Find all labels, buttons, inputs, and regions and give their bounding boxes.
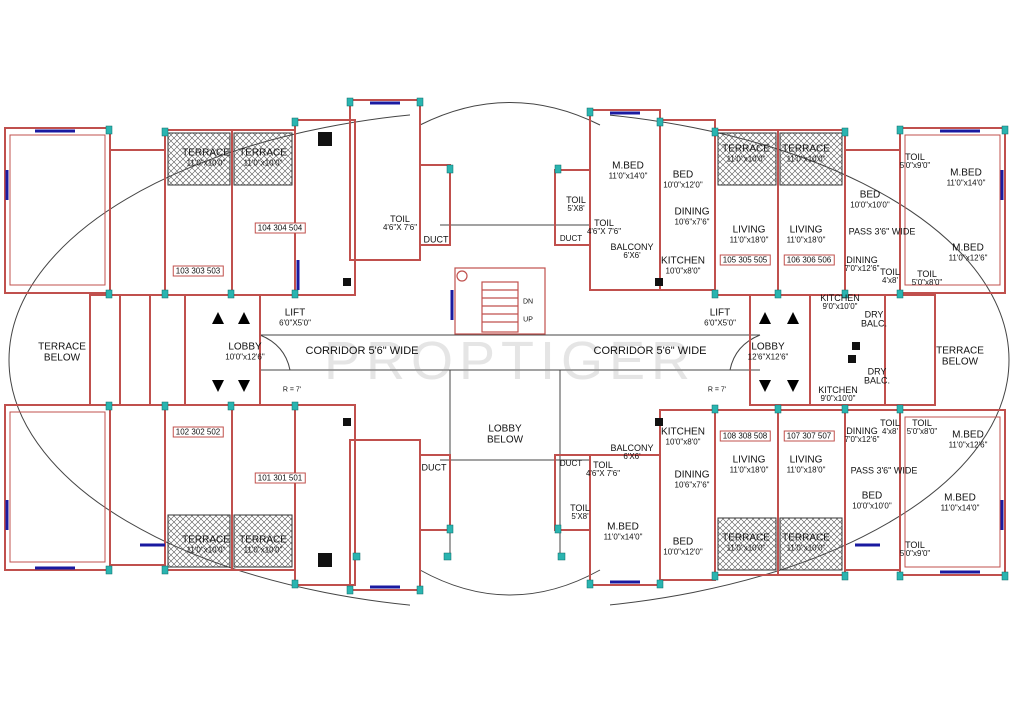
radius-label: R = 7' (282, 386, 302, 394)
columns (105, 97, 1009, 595)
radius-label: R = 7' (707, 386, 727, 394)
unit-number-badge: 107 307 507 (783, 430, 835, 442)
corridor-label: CORRIDOR 5'6" WIDE (593, 345, 707, 358)
corridor-label: CORRIDOR 5'6" WIDE (305, 345, 419, 358)
unit-number-badge: 104 304 504 (254, 222, 306, 234)
fixtures (318, 132, 860, 567)
staircase (454, 267, 546, 335)
duct-label: DUCT (423, 234, 449, 245)
windows (5, 101, 1004, 589)
unit-number-badge: 102 302 502 (172, 426, 224, 438)
stair-up-label: UP (523, 316, 533, 324)
duct-label: DUCT (421, 462, 447, 473)
lift-arrows (212, 312, 799, 392)
walls-left (4, 99, 451, 591)
duct-label: DUCT (559, 233, 583, 243)
unit-number-badge: 103 303 503 (172, 265, 224, 277)
unit-number-badge: 105 305 505 (719, 254, 771, 266)
passage-label: PASS 3'6" WIDE (850, 465, 918, 476)
passage-label: PASS 3'6" WIDE (848, 226, 916, 237)
duct-label: DUCT (559, 458, 583, 468)
unit-number-badge: 101 301 501 (254, 472, 306, 484)
unit-number-badge: 106 306 506 (783, 254, 835, 266)
terraces-hatched (167, 132, 843, 571)
stair-down-label: DN (522, 298, 534, 306)
unit-number-badge: 108 308 508 (719, 430, 771, 442)
